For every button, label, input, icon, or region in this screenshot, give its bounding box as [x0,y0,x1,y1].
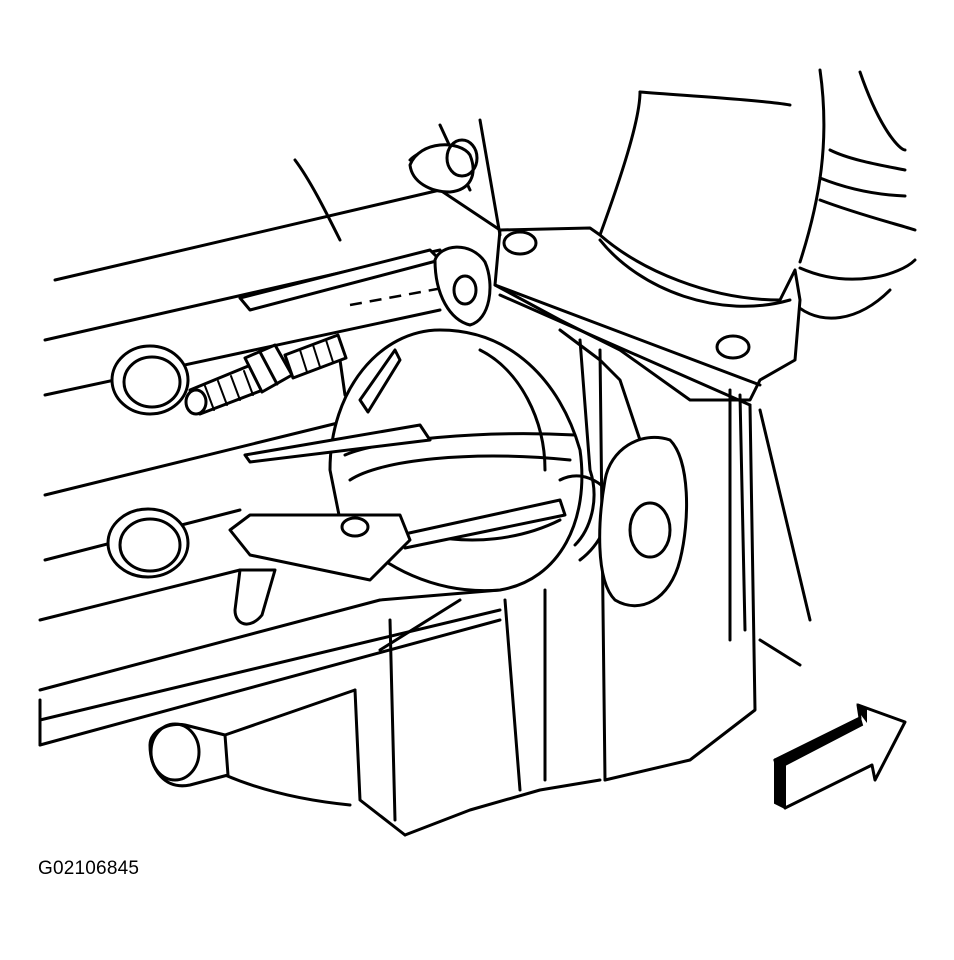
exhaust-flange [493,226,802,407]
cylinder-head [38,118,502,747]
lower-bracket [228,513,412,626]
drain-plug [148,722,230,788]
exhaust-manifold-body [223,328,812,837]
direction-arrow-icon [772,703,907,810]
figure-id-label: G02106845 [38,858,140,879]
mount-ear [433,245,492,327]
stud-bolt-icon [184,333,348,416]
gasket-ring-icon [106,507,190,579]
exhaust-pipe [598,68,917,320]
gasket-ring-icon [110,344,190,416]
side-boss [598,435,689,608]
